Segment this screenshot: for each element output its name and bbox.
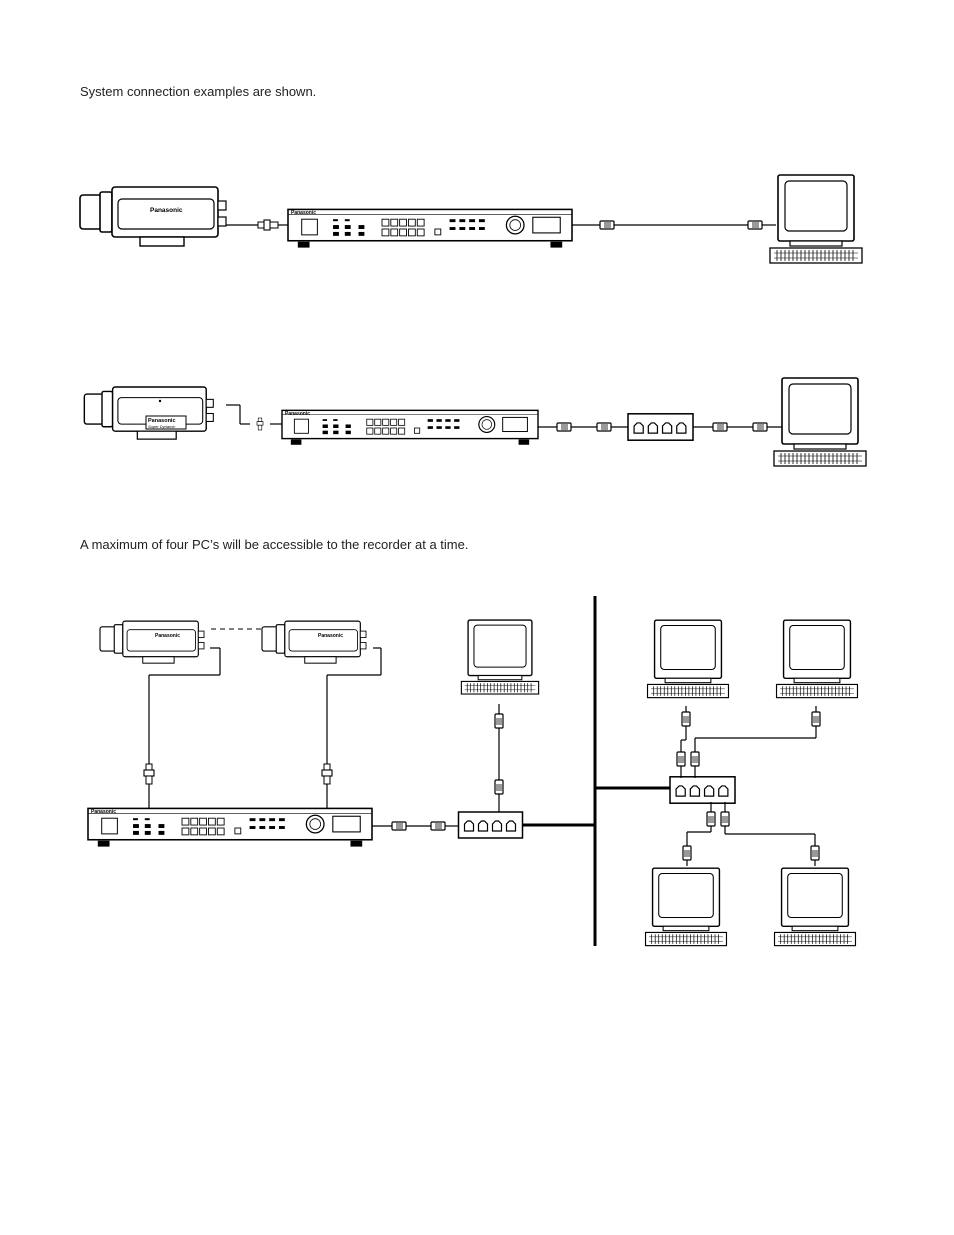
recorder-1-brand-label: Panasonic (291, 210, 316, 216)
camera-3b (261, 620, 367, 664)
lan-plug-3j (682, 845, 692, 861)
lan-plug-3e (681, 711, 691, 727)
lan-plug-2c (712, 422, 728, 432)
recorder-3 (87, 807, 373, 848)
camera-1-brand-label: Panasonic (150, 207, 183, 214)
camera-1 (79, 186, 227, 247)
lan-plug-3a (391, 821, 407, 831)
lan-plug-3l (810, 845, 820, 861)
lan-plug-3h (690, 751, 700, 767)
bnc-connector-3a (143, 763, 155, 785)
lan-plug-3g (811, 711, 821, 727)
hub-2 (627, 412, 694, 442)
recorder-2-brand-label: Panasonic (285, 411, 310, 417)
camera-2-badge (145, 415, 187, 430)
pc-3-local (460, 619, 540, 695)
lan-plug-1a (599, 220, 615, 230)
recorder-1 (287, 208, 573, 249)
lan-plug-2b (596, 422, 612, 432)
lan-plug-2a (556, 422, 572, 432)
camera-2-model-label: Super Dynamic (148, 424, 175, 429)
example-2: Panasonic Super Dynamic Panasonic (83, 377, 867, 467)
recorder-3-brand-label: Panasonic (91, 809, 116, 815)
pc-3-remote-1 (646, 619, 730, 699)
bnc-connector-2 (256, 417, 264, 431)
lan-plug-1b (747, 220, 763, 230)
example-3: Panasonic Panasonic Panasonic (87, 596, 859, 947)
recorder-2 (281, 409, 539, 446)
camera-2 (83, 386, 215, 440)
pc-3-remote-4 (773, 867, 857, 947)
lan-plug-2d (752, 422, 768, 432)
lan-plug-3i (706, 811, 716, 827)
camera-3a-brand-label: Panasonic (155, 633, 180, 639)
hub-3b (669, 775, 736, 805)
example-1: Panasonic Panasonic (79, 174, 863, 264)
lan-plug-3f (676, 751, 686, 767)
bnc-connector-3b (321, 763, 333, 785)
camera-3b-brand-label: Panasonic (318, 633, 343, 639)
lan-plug-3d (494, 779, 504, 795)
pc-1 (769, 174, 863, 264)
bnc-connector-1 (257, 219, 279, 231)
pc-3-remote-2 (775, 619, 859, 699)
caption-system-examples: System connection examples are shown. (80, 84, 317, 99)
lan-plug-3b (430, 821, 446, 831)
camera-3a (99, 620, 205, 664)
pc-2 (773, 377, 867, 467)
hub-3a (457, 811, 524, 839)
lan-plug-3c (494, 713, 504, 729)
lan-plug-3k (720, 811, 730, 827)
caption-max-pcs: A maximum of four PC’s will be accessibl… (80, 537, 469, 552)
pc-3-remote-3 (644, 867, 728, 947)
camera-2-brand-label: Panasonic (148, 418, 176, 424)
